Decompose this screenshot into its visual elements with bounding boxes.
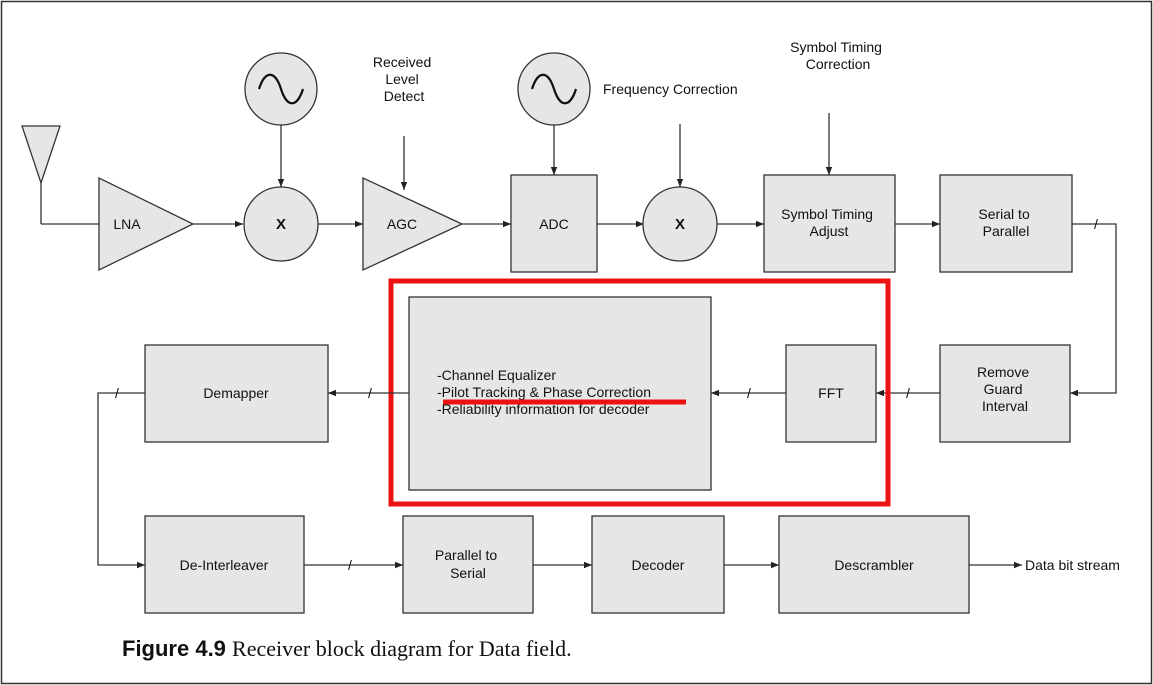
parallel-to-serial-block: [402, 515, 534, 614]
symbol-timing-adjust-block: [763, 174, 896, 273]
equalizer-line-1: -Channel Equalizer: [437, 367, 556, 383]
symbol-timing-adjust-label: Symbol Timing Adjust: [781, 206, 877, 239]
channel-equalizer-block: [408, 296, 712, 491]
figure-caption-text: Receiver block diagram for Data field.: [232, 636, 572, 661]
serial-to-parallel-block: [939, 174, 1073, 273]
connector: [97, 392, 145, 569]
demapper-block: [144, 344, 329, 443]
sine-wave-icon: [257, 73, 305, 105]
frequency-correction-label: Frequency Correction: [603, 81, 738, 97]
sine-wave-icon: [530, 73, 578, 105]
decoder-block: [591, 515, 725, 614]
remove-guard-interval-label: Remove Guard Interval: [977, 364, 1033, 414]
lna-label: LNA: [113, 216, 141, 232]
bus-mark: /: [1094, 216, 1098, 232]
figure-number: Figure 4.9: [122, 636, 226, 661]
figure-caption: Figure 4.9 Receiver block diagram for Da…: [122, 636, 572, 662]
symbol-timing-correction-label: Symbol Timing Correction: [790, 39, 886, 72]
parallel-to-serial-label: Parallel to Serial: [435, 547, 501, 581]
demapper-label: Demapper: [203, 385, 269, 401]
mixer-2-label: X: [675, 216, 685, 233]
fft-label: FFT: [818, 385, 844, 401]
connector: [1070, 223, 1117, 397]
adc-block: [510, 174, 598, 273]
mixer-1-label: X: [276, 216, 286, 233]
agc-block: [362, 176, 464, 272]
fft-block: [785, 344, 877, 443]
agc-label: AGC: [387, 216, 417, 232]
bus-mark: /: [348, 557, 352, 573]
bus-mark: /: [747, 385, 751, 401]
descrambler-label: Descrambler: [834, 557, 914, 573]
remove-guard-interval-block: [939, 344, 1071, 443]
descrambler-block: [778, 515, 970, 614]
decoder-label: Decoder: [632, 557, 685, 573]
equalizer-line-2: -Pilot Tracking & Phase Correction: [437, 384, 651, 400]
lna-block: [98, 176, 195, 272]
output-label: Data bit stream: [1025, 557, 1120, 573]
received-level-detect-label: Received Level Detect: [373, 54, 435, 104]
antenna-icon: [21, 125, 61, 224]
equalizer-line-3: -Reliability information for decoder: [437, 401, 650, 417]
adc-label: ADC: [539, 216, 569, 232]
bus-mark: /: [115, 385, 119, 401]
serial-to-parallel-label: Serial to Parallel: [978, 206, 1033, 239]
de-interleaver-label: De-Interleaver: [180, 557, 269, 573]
bus-mark: /: [368, 385, 372, 401]
de-interleaver-block: [144, 515, 305, 614]
bus-mark: /: [906, 385, 910, 401]
